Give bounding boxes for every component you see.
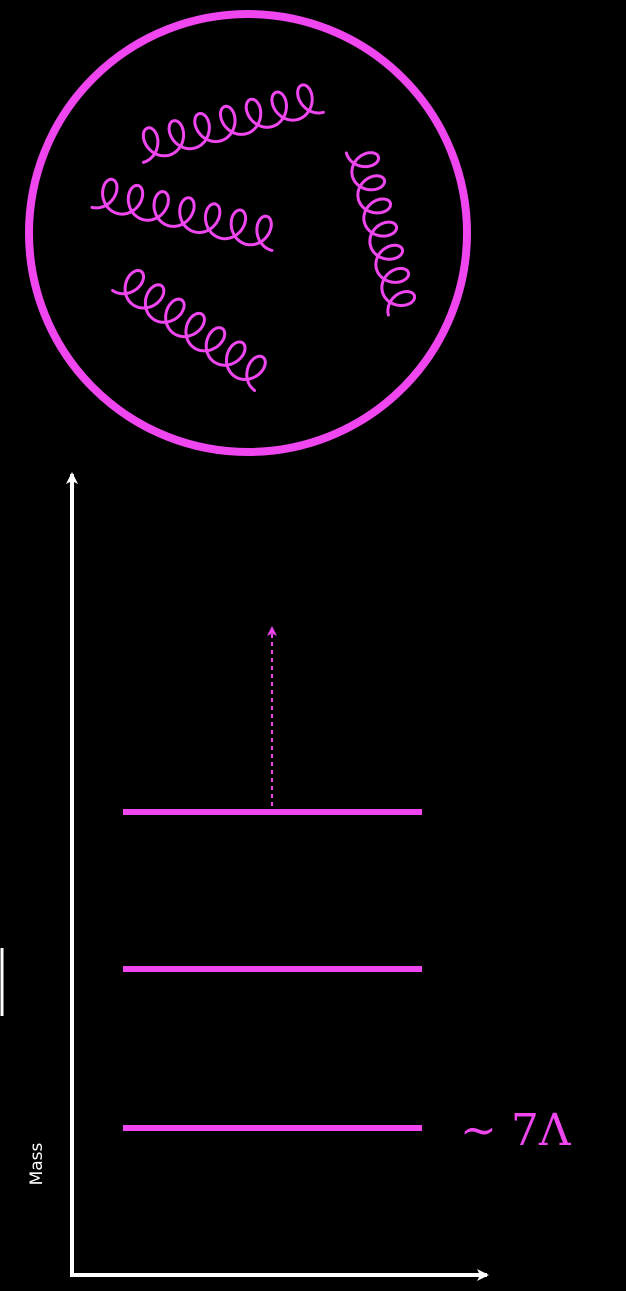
gluon-group — [92, 85, 415, 391]
gluon-middle — [92, 179, 272, 250]
glueball-illustration — [29, 14, 467, 452]
mass-axis-label: Mass — [27, 1142, 47, 1185]
gluon-bottom — [113, 271, 266, 391]
gluon-top — [143, 85, 323, 162]
gluon-right — [346, 153, 414, 315]
ground-state-mass-label: ∼ 7Λ — [460, 1105, 572, 1156]
glueball-circle — [29, 14, 467, 452]
